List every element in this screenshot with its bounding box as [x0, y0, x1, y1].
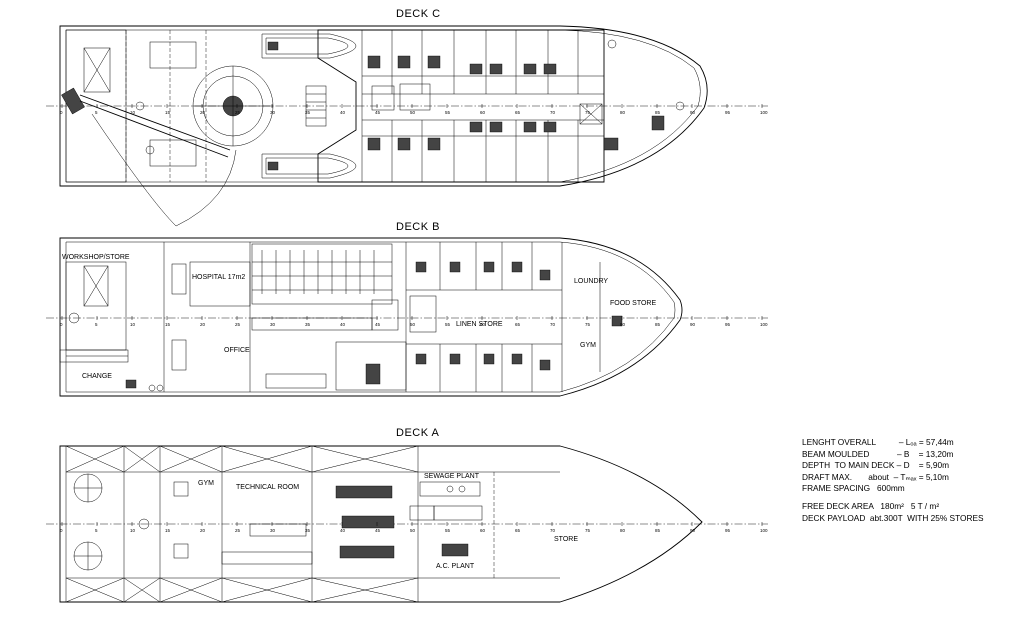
frame-tick-label: 90	[690, 528, 696, 533]
frame-tick-label: 10	[130, 110, 136, 115]
frame-tick-label: 45	[375, 528, 381, 533]
frame-tick-label: 0	[60, 322, 63, 327]
frame-tick-label: 100	[760, 110, 768, 115]
frame-tick-label: 50	[410, 528, 416, 533]
deck-a-plan: DECK A	[46, 427, 768, 603]
frame-tick-label: 30	[270, 110, 276, 115]
frame-tick-label: 70	[550, 110, 556, 115]
frame-ticks-deck-b: 0 5 10 15 20 25 30 35 40 45 50 55 60 65 70 75 80 85 90 95 10…	[60, 316, 768, 327]
frame-tick-label: 75	[585, 528, 591, 533]
frame-tick-label: 15	[165, 322, 171, 327]
frame-tick-label: 0	[60, 110, 63, 115]
label-sewage-plant: SEWAGE PLANT	[424, 473, 480, 480]
frame-tick-label: 25	[235, 528, 241, 533]
frame-tick-label: 40	[340, 110, 346, 115]
particular-free-deck-area: FREE DECK AREA 180m² 5 T / m²	[802, 500, 940, 511]
room-labels: WORKSHOP/STORE HOSPITAL 17m2 OFFICE CHAN…	[62, 254, 656, 570]
frame-tick-label: 15	[165, 110, 171, 115]
frame-tick-label: 55	[445, 110, 451, 115]
frame-tick-label: 60	[480, 528, 486, 533]
principal-particulars: LENGHT OVERALL – Lₒₐ = 57,44m BEAM MOULD…	[802, 437, 1024, 524]
frame-tick-label: 10	[130, 528, 136, 533]
particular-length-overall: LENGHT OVERALL – Lₒₐ = 57,44m	[802, 437, 954, 447]
frame-tick-label: 35	[305, 528, 311, 533]
label-food-store: FOOD STORE	[610, 300, 656, 307]
deck-c-title: DECK C	[396, 8, 441, 20]
frame-ticks-deck-a: 0 5 10 15 20 25 30 35 40 45 50 55 60 65 70 75 80 85 90 95 10…	[60, 522, 768, 533]
label-gym-deck-b: GYM	[580, 342, 596, 349]
particular-draft: DRAFT MAX. about – Tₘₐₓ = 5,10m	[802, 471, 949, 482]
particular-frame-spacing: FRAME SPACING 600mm	[802, 483, 905, 494]
frame-tick-label: 100	[760, 528, 768, 533]
frame-tick-label: 15	[165, 528, 171, 533]
frame-tick-label: 65	[515, 322, 521, 327]
frame-tick-label: 5	[95, 528, 98, 533]
label-workshop-store: WORKSHOP/STORE	[62, 254, 130, 261]
frame-tick-label: 45	[375, 322, 381, 327]
frame-tick-label: 75	[585, 322, 591, 327]
frame-tick-label: 70	[550, 528, 556, 533]
frame-tick-label: 50	[410, 322, 416, 327]
frame-tick-label: 75	[585, 110, 591, 115]
frame-tick-label: 0	[60, 528, 63, 533]
frame-tick-label: 60	[480, 110, 486, 115]
frame-tick-label: 65	[515, 528, 521, 533]
label-office: OFFICE	[224, 347, 250, 354]
frame-tick-label: 35	[305, 110, 311, 115]
label-gym-deck-a: GYM	[198, 480, 214, 487]
frame-tick-label: 40	[340, 322, 346, 327]
label-loundry: LOUNDRY	[574, 278, 608, 285]
frame-tick-label: 95	[725, 528, 731, 533]
frame-tick-label: 90	[690, 322, 696, 327]
frame-tick-label: 100	[760, 322, 768, 327]
frame-tick-label: 10	[130, 322, 136, 327]
deck-b-plan: DECK B	[46, 221, 768, 397]
frame-tick-label: 55	[445, 322, 451, 327]
particular-deck-payload: DECK PAYLOAD abt.300T WITH 25% STORES	[802, 512, 984, 523]
frame-tick-label: 95	[725, 322, 731, 327]
frame-tick-label: 35	[305, 322, 311, 327]
particular-beam-moulded: BEAM MOULDED – B = 13,20m	[802, 448, 954, 459]
deck-a-title: DECK A	[396, 427, 440, 439]
frame-tick-label: 30	[270, 322, 276, 327]
frame-tick-label: 40	[340, 528, 346, 533]
label-change: CHANGE	[82, 373, 112, 380]
frame-tick-label: 5	[95, 110, 98, 115]
frame-tick-label: 20	[200, 322, 206, 327]
frame-tick-label: 80	[620, 528, 626, 533]
label-store: STORE	[554, 536, 578, 543]
frame-tick-label: 70	[550, 322, 556, 327]
frame-tick-label: 85	[655, 322, 661, 327]
frame-tick-label: 80	[620, 322, 626, 327]
frame-tick-label: 20	[200, 528, 206, 533]
frame-tick-label: 5	[95, 322, 98, 327]
label-ac-plant: A.C. PLANT	[436, 563, 475, 570]
deck-c-plan: DECK C	[46, 8, 768, 227]
label-linen-store: LINEN STORE	[456, 321, 503, 328]
frame-ticks-deck-c: 0 5 10 15 20 25 30 35 40 45 50 55 60 65 70 75 80 85 90 95 10…	[60, 104, 768, 115]
label-technical-room: TECHNICAL ROOM	[236, 484, 299, 491]
particular-depth: DEPTH TO MAIN DECK – D = 5,90m	[802, 460, 950, 471]
frame-tick-label: 85	[655, 528, 661, 533]
frame-tick-label: 85	[655, 110, 661, 115]
deck-b-title: DECK B	[396, 221, 440, 233]
frame-tick-label: 65	[515, 110, 521, 115]
frame-tick-label: 25	[235, 110, 241, 115]
frame-tick-label: 25	[235, 322, 241, 327]
frame-tick-label: 20	[200, 110, 206, 115]
frame-tick-label: 80	[620, 110, 626, 115]
frame-tick-label: 55	[445, 528, 451, 533]
label-hospital: HOSPITAL 17m2	[192, 274, 245, 281]
frame-tick-label: 60	[480, 322, 486, 327]
frame-tick-label: 30	[270, 528, 276, 533]
frame-tick-label: 45	[375, 110, 381, 115]
frame-tick-label: 90	[690, 110, 696, 115]
frame-tick-label: 50	[410, 110, 416, 115]
frame-tick-label: 95	[725, 110, 731, 115]
